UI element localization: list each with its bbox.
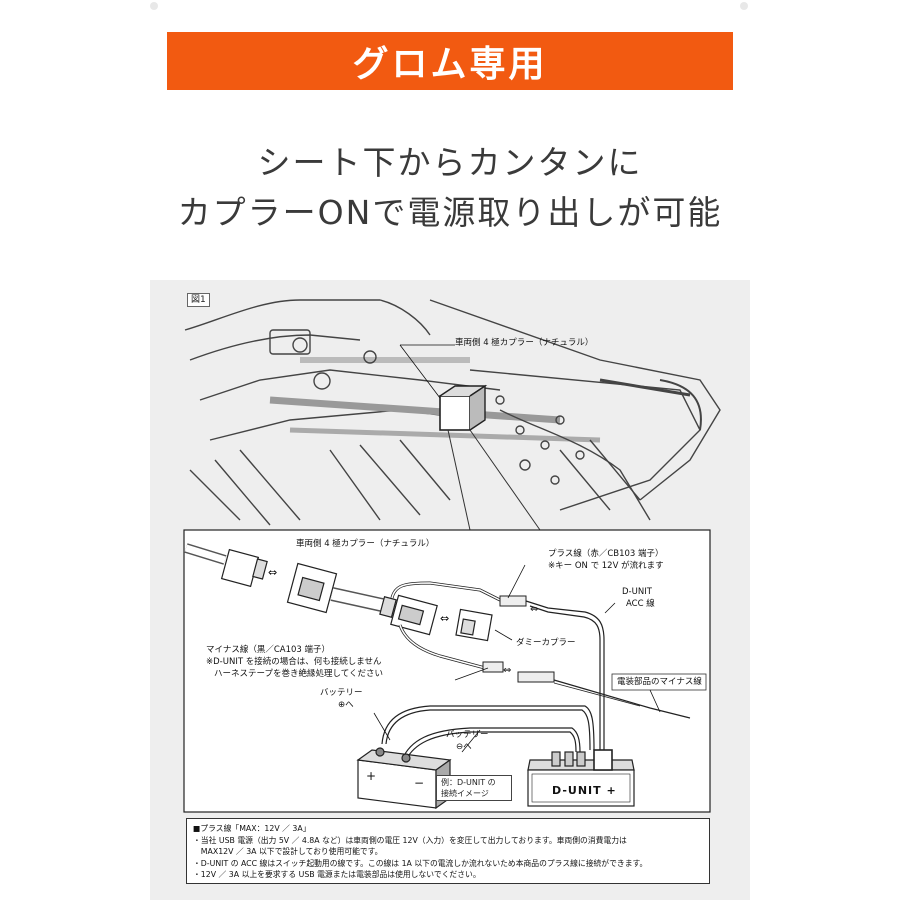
label-electrical-minus: 電装部品のマイナス線 [617,677,702,687]
battery: + − [356,747,452,810]
dummy-coupler [455,608,493,642]
label-dunit-acc-1: D-UNIT [622,587,652,597]
svg-text:⇔: ⇔ [503,665,511,676]
label-plus-line: プラス線（赤／CB103 端子） [548,549,664,559]
label-dummy-coupler: ダミーカプラー [516,638,576,648]
notes-box: ■プラス線「MAX：12V ／ 3A」 ・当社 USB 電源（出力 5V ／ 4… [186,818,710,884]
svg-text:⇔: ⇔ [530,604,538,615]
minus-wire [398,624,691,719]
example-note-box: 例：D-UNIT の 接続イメージ [436,775,512,801]
note-line: ・当社 USB 電源（出力 5V ／ 4.8A など）は車両側の電圧 12V（入… [193,835,627,845]
label-battery-plus-2: ⊕へ [338,700,354,710]
label-key-on: ※キー ON で 12V が流れます [548,561,664,571]
title-banner: グロム専用 [167,32,733,90]
product-harness [286,562,438,636]
label-battery-plus-1: バッテリー [320,688,363,698]
note-line: ■プラス線「MAX：12V ／ 3A」 [193,824,311,833]
label-dunit-acc-2: ACC 線 [626,599,655,609]
label-minus-line: マイナス線（黒／CA103 端子） [206,645,331,655]
svg-text:−: − [414,776,424,790]
figure-tag: 図1 [187,293,210,307]
headline-line-1: シート下からカンタンに [257,143,643,182]
banner-title: グロム専用 [352,44,548,85]
example-line-2: 接続イメージ [441,789,489,798]
label-vehicle-coupler-inset: 車両側 4 極カプラー（ナチュラル） [296,539,435,549]
dunit-brand-label: D-UNIT + [552,784,617,797]
headline-line-2: カプラーONで電源取り出しが可能 [177,193,723,232]
motorcycle-frame-illustration [184,299,721,526]
label-minus-note-1: ※D-UNIT を接続の場合は、何も接続しません [206,657,382,667]
label-battery-minus-1: バッテリー [446,730,489,740]
top-left-dot [150,2,158,10]
label-minus-note-2: ハーネステープを巻き絶縁処理してください [214,669,383,679]
svg-text:+: + [366,769,376,783]
svg-text:⇔: ⇔ [268,566,277,579]
example-line-1: 例：D-UNIT の [441,778,496,787]
top-right-dot [740,2,748,10]
label-battery-minus-2: ⊖へ [456,742,472,752]
note-line: ・12V ／ 3A 以上を要求する USB 電源または電装部品は使用しないでくだ… [193,870,481,879]
battery-wires [381,705,595,761]
label-vehicle-coupler-top: 車両側 4 極カプラー（ナチュラル） [455,338,594,348]
vehicle-harness [184,543,268,588]
plus-wire [390,581,605,750]
dunit-device [527,749,635,807]
svg-text:⇔: ⇔ [440,612,449,625]
note-line: MAX12V ／ 3A 以下で設計しており使用可能です。 [193,847,383,856]
note-line: ・D-UNIT の ACC 線はスイッチ起動用の線です。この線は 1A 以下の電… [193,858,648,868]
